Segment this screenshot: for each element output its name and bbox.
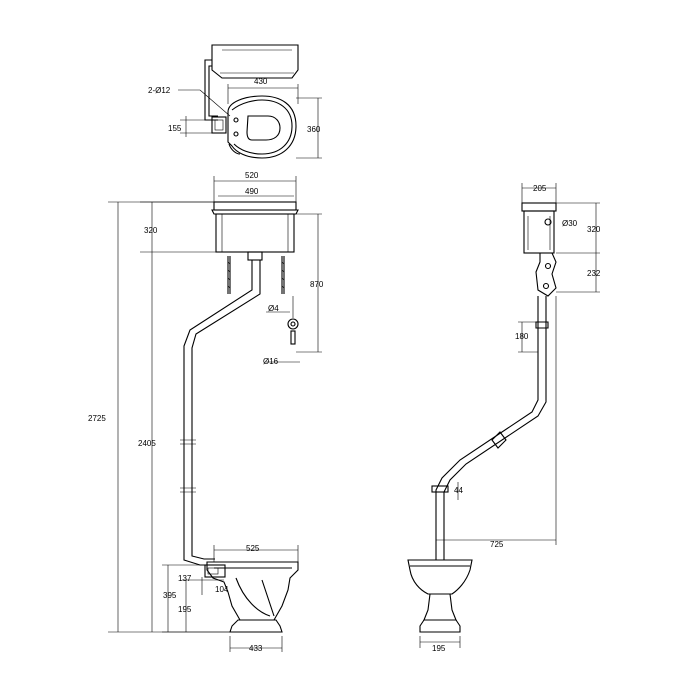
front-cistern-body [215, 213, 295, 253]
dim-plan-offset: 155 [168, 124, 182, 133]
dim-plan-depth: 360 [307, 125, 321, 134]
front-view [108, 176, 322, 652]
dim-pan-height: 395 [163, 591, 177, 600]
dim-pan-width: 525 [246, 544, 260, 553]
side-flush-pipe [435, 296, 547, 560]
dim-cistern-inner-width: 490 [245, 187, 259, 196]
dim-cistern-width: 520 [245, 171, 259, 180]
front-cistern-lid [213, 201, 297, 211]
dimension-labels: 2-Ø12 430 360 155 520 490 320 870 Ø4 Ø16… [88, 77, 601, 653]
side-cistern-lid [521, 202, 557, 212]
dim-outlet-137: 137 [178, 574, 192, 583]
dim-cistern-base-height: 2405 [138, 439, 156, 448]
dim-pipe-holes: 2-Ø12 [148, 86, 171, 95]
side-cistern-body [523, 210, 555, 254]
side-pan [407, 559, 473, 595]
dim-outlet-104: 104 [215, 585, 229, 594]
front-chain-right [281, 256, 285, 294]
dim-handle-dia: Ø16 [263, 357, 279, 366]
dim-side-pipe-dia: Ø30 [562, 219, 578, 228]
dim-plan-width: 430 [254, 77, 268, 86]
dim-pull-length: 870 [310, 280, 324, 289]
dim-cistern-height: 320 [144, 226, 158, 235]
pull-handle [287, 318, 299, 330]
plan-pan-outline [227, 95, 297, 159]
front-flush-pipe [183, 260, 261, 566]
dim-side-base-width: 195 [432, 644, 446, 653]
side-view [407, 183, 600, 648]
plan-bracket [211, 116, 227, 134]
dim-side-bracket: 232 [587, 269, 601, 278]
dim-side-cistern-height: 320 [587, 225, 601, 234]
dim-base-width: 433 [249, 644, 263, 653]
front-outlet [204, 564, 226, 578]
dim-side-projection: 725 [490, 540, 504, 549]
dim-total-height: 2725 [88, 414, 106, 423]
front-chain-left [227, 256, 231, 294]
side-pan-base [419, 619, 461, 633]
side-bracket [535, 252, 557, 297]
dim-chain-dia: Ø4 [268, 304, 279, 313]
dim-side-cistern-depth: 205 [533, 184, 547, 193]
plan-view [178, 44, 322, 159]
dim-side-44: 44 [454, 486, 463, 495]
plan-cistern-outline [211, 44, 299, 79]
dim-outlet-195: 195 [178, 605, 192, 614]
dim-side-clip: 180 [515, 332, 529, 341]
plan-seat [246, 115, 281, 141]
front-pan-base [229, 619, 283, 633]
side-pan-pedestal [423, 593, 457, 621]
